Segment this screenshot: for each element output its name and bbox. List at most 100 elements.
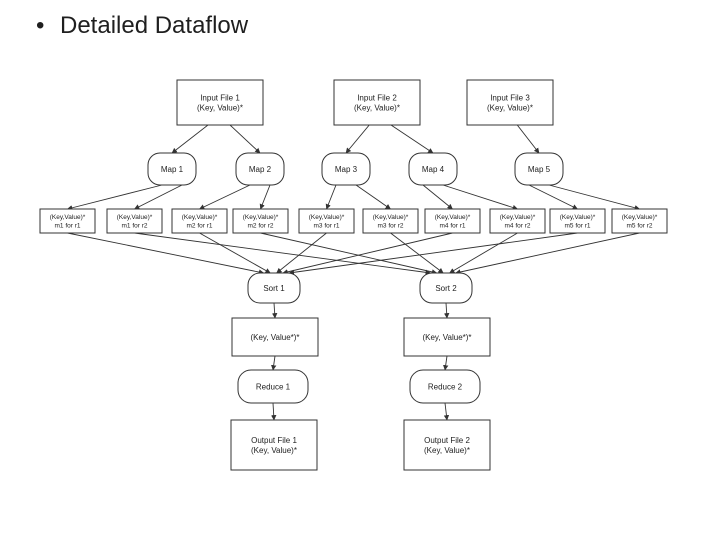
edge-partition3-sort1 — [199, 232, 271, 274]
reduce-2: Reduce 2 — [409, 369, 481, 404]
partition-5-label-2: m3 for r1 — [313, 222, 339, 229]
sort-2: Sort 2 — [419, 272, 473, 304]
map-3-label-1: Map 3 — [335, 165, 358, 174]
reduce-1-label-1: Reduce 1 — [256, 382, 291, 391]
partition-6-box — [362, 208, 419, 234]
edge-partition6-sort2 — [390, 232, 444, 274]
partition-7-label-2: m4 for r1 — [439, 222, 465, 229]
group-1: (Key, Value*)* — [231, 317, 319, 357]
partition-9: (Key,Value)*m5 for r1 — [549, 208, 606, 234]
input-file-2-box — [333, 79, 421, 126]
map-5-label-1: Map 5 — [528, 165, 551, 174]
sort-2-label-1: Sort 2 — [435, 284, 457, 293]
edges — [66, 124, 641, 421]
partition-10-label-1: (Key,Value)* — [622, 214, 658, 221]
map-1-label-1: Map 1 — [161, 165, 184, 174]
sort-2-box — [419, 272, 473, 304]
sort-1-box — [247, 272, 301, 304]
input-file-3-label-2: (Key, Value)* — [487, 103, 533, 112]
edge-map3-partition6 — [355, 184, 391, 210]
partition-10-box — [611, 208, 668, 234]
edge-map1-partition1 — [66, 184, 163, 211]
edge-map5-partition9 — [528, 184, 578, 210]
partition-4-box — [232, 208, 289, 234]
edge-map2-partition4 — [259, 184, 271, 210]
input-file-2-label-2: (Key, Value)* — [354, 103, 400, 112]
edge-reduce2-output2 — [443, 402, 450, 421]
partition-10-label-2: m5 for r2 — [626, 222, 652, 229]
partition-6-label-2: m3 for r2 — [377, 222, 403, 229]
reduce-2-box — [409, 369, 481, 404]
edge-reduce1-output1 — [271, 402, 277, 421]
edge-map4-partition8 — [442, 184, 519, 211]
input-file-3: Input File 3(Key, Value)* — [466, 79, 554, 126]
edge-map2-partition3 — [199, 184, 251, 210]
sort-1-label-1: Sort 1 — [263, 284, 285, 293]
partition-5-label-1: (Key,Value)* — [309, 214, 345, 221]
nodes: Input File 1(Key, Value)*Input File 2(Ke… — [39, 79, 668, 471]
partition-2-box — [106, 208, 163, 234]
edge-partition9-sort1 — [288, 232, 578, 276]
sort-1: Sort 1 — [247, 272, 301, 304]
edge-map4-partition7 — [422, 184, 453, 210]
output-file-1: Output File 1(Key, Value)* — [230, 419, 318, 471]
group-2: (Key, Value*)* — [403, 317, 491, 357]
output-file-1-label-1: Output File 1 — [251, 436, 297, 445]
partition-8: (Key,Value)*m4 for r2 — [489, 208, 546, 234]
input-file-1-label-2: (Key, Value)* — [197, 103, 243, 112]
partition-3-label-2: m2 for r1 — [186, 222, 212, 229]
partition-7-label-1: (Key,Value)* — [435, 214, 471, 221]
partition-9-label-2: m5 for r1 — [564, 222, 590, 229]
partition-3-label-1: (Key,Value)* — [182, 214, 218, 221]
edge-input3-map5 — [516, 124, 540, 154]
edge-partition10-sort2 — [455, 232, 640, 275]
output-file-2-label-1: Output File 2 — [424, 436, 470, 445]
output-file-2-box — [403, 419, 491, 471]
partition-2-label-2: m1 for r2 — [121, 222, 147, 229]
input-file-1-box — [176, 79, 264, 126]
edge-partition8-sort2 — [449, 232, 518, 274]
map-4: Map 4 — [408, 152, 458, 186]
partition-5-box — [298, 208, 355, 234]
partition-8-box — [489, 208, 546, 234]
map-2-label-1: Map 2 — [249, 165, 272, 174]
edge-map1-partition2 — [134, 184, 183, 210]
partition-7: (Key,Value)*m4 for r1 — [424, 208, 481, 234]
partition-1: (Key,Value)*m1 for r1 — [39, 208, 96, 234]
partition-6: (Key,Value)*m3 for r2 — [362, 208, 419, 234]
partition-10: (Key,Value)*m5 for r2 — [611, 208, 668, 234]
output-file-1-box — [230, 419, 318, 471]
partition-4: (Key,Value)*m2 for r2 — [232, 208, 289, 234]
map-3: Map 3 — [321, 152, 371, 186]
partition-6-label-1: (Key,Value)* — [373, 214, 409, 221]
map-4-label-1: Map 4 — [422, 165, 445, 174]
partition-7-box — [424, 208, 481, 234]
edge-partition2-sort2 — [134, 232, 431, 276]
reduce-1: Reduce 1 — [237, 369, 309, 404]
reduce-1-box — [237, 369, 309, 404]
partition-9-box — [549, 208, 606, 234]
group-2-label-1: (Key, Value*)* — [422, 333, 471, 342]
input-file-1: Input File 1(Key, Value)* — [176, 79, 264, 126]
edge-partition7-sort1 — [282, 232, 453, 275]
output-file-2-label-2: (Key, Value)* — [424, 446, 470, 455]
partition-1-box — [39, 208, 96, 234]
map-5-box — [514, 152, 564, 186]
partition-2: (Key,Value)*m1 for r2 — [106, 208, 163, 234]
partition-4-label-1: (Key,Value)* — [243, 214, 279, 221]
input-file-3-label-1: Input File 3 — [490, 93, 530, 102]
group-2-box — [403, 317, 491, 357]
input-file-2: Input File 2(Key, Value)* — [333, 79, 421, 126]
partition-1-label-2: m1 for r1 — [54, 222, 80, 229]
reduce-2-label-1: Reduce 2 — [428, 382, 463, 391]
slide-title: •Detailed Dataflow — [36, 12, 248, 40]
input-file-2-label-1: Input File 2 — [357, 93, 397, 102]
map-5: Map 5 — [514, 152, 564, 186]
partition-2-label-1: (Key,Value)* — [117, 214, 153, 221]
group-1-label-1: (Key, Value*)* — [250, 333, 299, 342]
bullet-marker: • — [36, 12, 45, 39]
partition-8-label-1: (Key,Value)* — [500, 214, 536, 221]
edge-partition1-sort1 — [67, 232, 265, 275]
partition-8-label-2: m4 for r2 — [504, 222, 530, 229]
edge-input1-map1 — [171, 124, 209, 154]
